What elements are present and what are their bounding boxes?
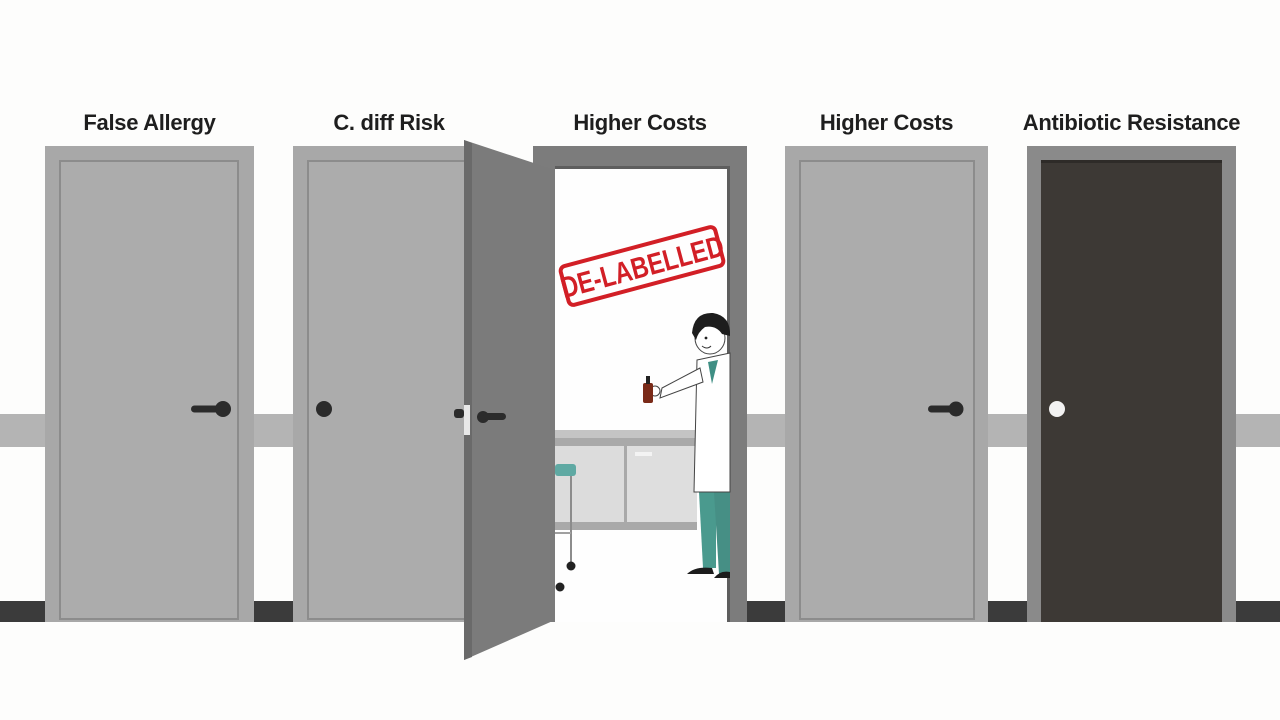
door-label-c-diff-risk: C. diff Risk xyxy=(333,110,445,135)
door-higher-costs[interactable] xyxy=(785,146,988,622)
door-panel xyxy=(307,160,477,620)
chair-rail xyxy=(988,414,1027,447)
lever-handle-icon xyxy=(928,401,964,417)
baseboard xyxy=(747,601,785,622)
white-knob-icon xyxy=(1049,401,1065,417)
door-panel xyxy=(59,160,239,620)
baseboard xyxy=(1236,601,1280,622)
door-label-higher-costs: Higher Costs xyxy=(819,110,954,135)
room-opening xyxy=(555,166,730,622)
lever-handle-icon xyxy=(191,401,231,417)
chair-rail xyxy=(1236,414,1280,447)
door-antibiotic-resistance[interactable] xyxy=(1027,146,1236,622)
door-c-diff-risk[interactable] xyxy=(293,146,477,622)
baseboard xyxy=(988,601,1027,622)
door-panel xyxy=(1041,160,1222,622)
chair-rail xyxy=(0,414,45,447)
door-label-higher-costs-open: Higher Costs xyxy=(573,110,707,135)
door-panel xyxy=(799,160,975,620)
door-false-allergy[interactable] xyxy=(45,146,254,622)
chair-rail xyxy=(254,414,293,447)
round-knob-icon xyxy=(316,401,332,417)
chair-rail xyxy=(747,414,785,447)
baseboard xyxy=(254,601,293,622)
doorway-higher-costs[interactable] xyxy=(533,146,747,622)
door-label-false-allergy: False Allergy xyxy=(83,110,216,135)
baseboard xyxy=(0,601,45,622)
door-label-antibiotic-resistance: Antibiotic Resistance xyxy=(1022,110,1241,135)
